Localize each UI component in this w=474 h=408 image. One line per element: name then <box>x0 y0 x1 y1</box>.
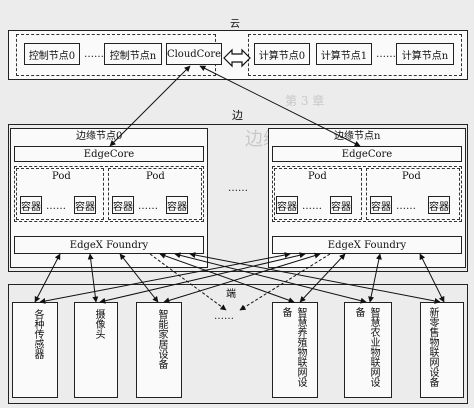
edge-node-0-pod-2-label: Pod <box>146 171 165 182</box>
device-smart-agriculture: 智慧农业物联网设备 <box>344 302 392 398</box>
devices-ellipsis: …… <box>214 311 234 322</box>
link-cloudcore-edgen <box>199 65 361 147</box>
edge-node-n-pod-2-label: Pod <box>402 171 421 182</box>
link-e0-d0 <box>34 253 61 303</box>
edge-node-n-edgecore: EdgeCore <box>272 146 462 162</box>
edge-node-n-pod-1-container-b: 容器 <box>330 196 352 214</box>
link-cloudcore-edge0 <box>109 65 191 147</box>
control-node-n: 控制节点n <box>104 43 162 65</box>
compute-node-n: 计算节点n <box>396 43 454 65</box>
edge-nodes-ellipsis: …… <box>228 183 248 194</box>
edge-node-0-pod-2-ellipsis: …… <box>138 201 158 212</box>
link-en-d0 <box>39 252 291 304</box>
link-en-dots <box>239 253 331 311</box>
edge-node-0-edgecore: EdgeCore <box>14 146 204 162</box>
edge-node-n-pod-1-ellipsis: …… <box>302 201 322 212</box>
edge-node-n-pod-2-ellipsis: …… <box>396 201 416 212</box>
edge-node-n-pods-area <box>272 166 462 222</box>
link-e0-dots <box>149 253 227 311</box>
device-smart-home: 智能家居设备 <box>136 302 182 398</box>
compute-nodes-ellipsis: …… <box>376 49 396 60</box>
edge-node-0-pod-1-label: Pod <box>52 171 71 182</box>
compute-node-0: 计算节点0 <box>254 43 310 65</box>
cloudcore-box: CloudCore <box>166 43 222 65</box>
link-e0-d2 <box>119 253 159 303</box>
control-node-0: 控制节点0 <box>24 43 80 65</box>
link-en-d4 <box>368 253 382 303</box>
link-en-d3 <box>299 253 346 303</box>
edge-node-n-pod-1 <box>274 168 362 220</box>
edge-node-n-pod-2-container-a: 容器 <box>370 196 392 214</box>
device-smart-farming: 智慧养殖物联网设备 <box>272 302 318 398</box>
edge-node-0-pod-1 <box>16 168 104 220</box>
compute-node-1: 计算节点1 <box>316 43 372 65</box>
cloud-layer-label: 云 <box>230 19 240 30</box>
edge-node-n-pod-1-container-a: 容器 <box>276 196 298 214</box>
edge-node-0-pod-2-container-b: 容器 <box>166 196 188 214</box>
edge-node-0-pod-2-container-a: 容器 <box>112 196 134 214</box>
link-en-d5 <box>419 253 445 303</box>
link-e0-d1 <box>87 253 99 303</box>
edge-node-0-pod-2 <box>108 168 202 220</box>
edge-node-n-pod-1-label: Pod <box>308 171 327 182</box>
link-en-d2 <box>163 252 321 304</box>
edge-node-0-pod-1-ellipsis: …… <box>46 201 66 212</box>
cloud-sync-double-arrow <box>223 48 251 68</box>
edge-node-0-pods-area <box>14 166 204 222</box>
edge-node-0-title: 边缘节点0 <box>76 131 123 142</box>
edge-node-0-pod-1-container-a: 容器 <box>20 196 42 214</box>
edge-node-0-pod-1-container-b: 容器 <box>74 196 96 214</box>
edge-node-n-pod-2-container-b: 容器 <box>428 196 450 214</box>
edge-node-n-pod-2 <box>366 168 460 220</box>
control-nodes-ellipsis: …… <box>84 49 104 60</box>
